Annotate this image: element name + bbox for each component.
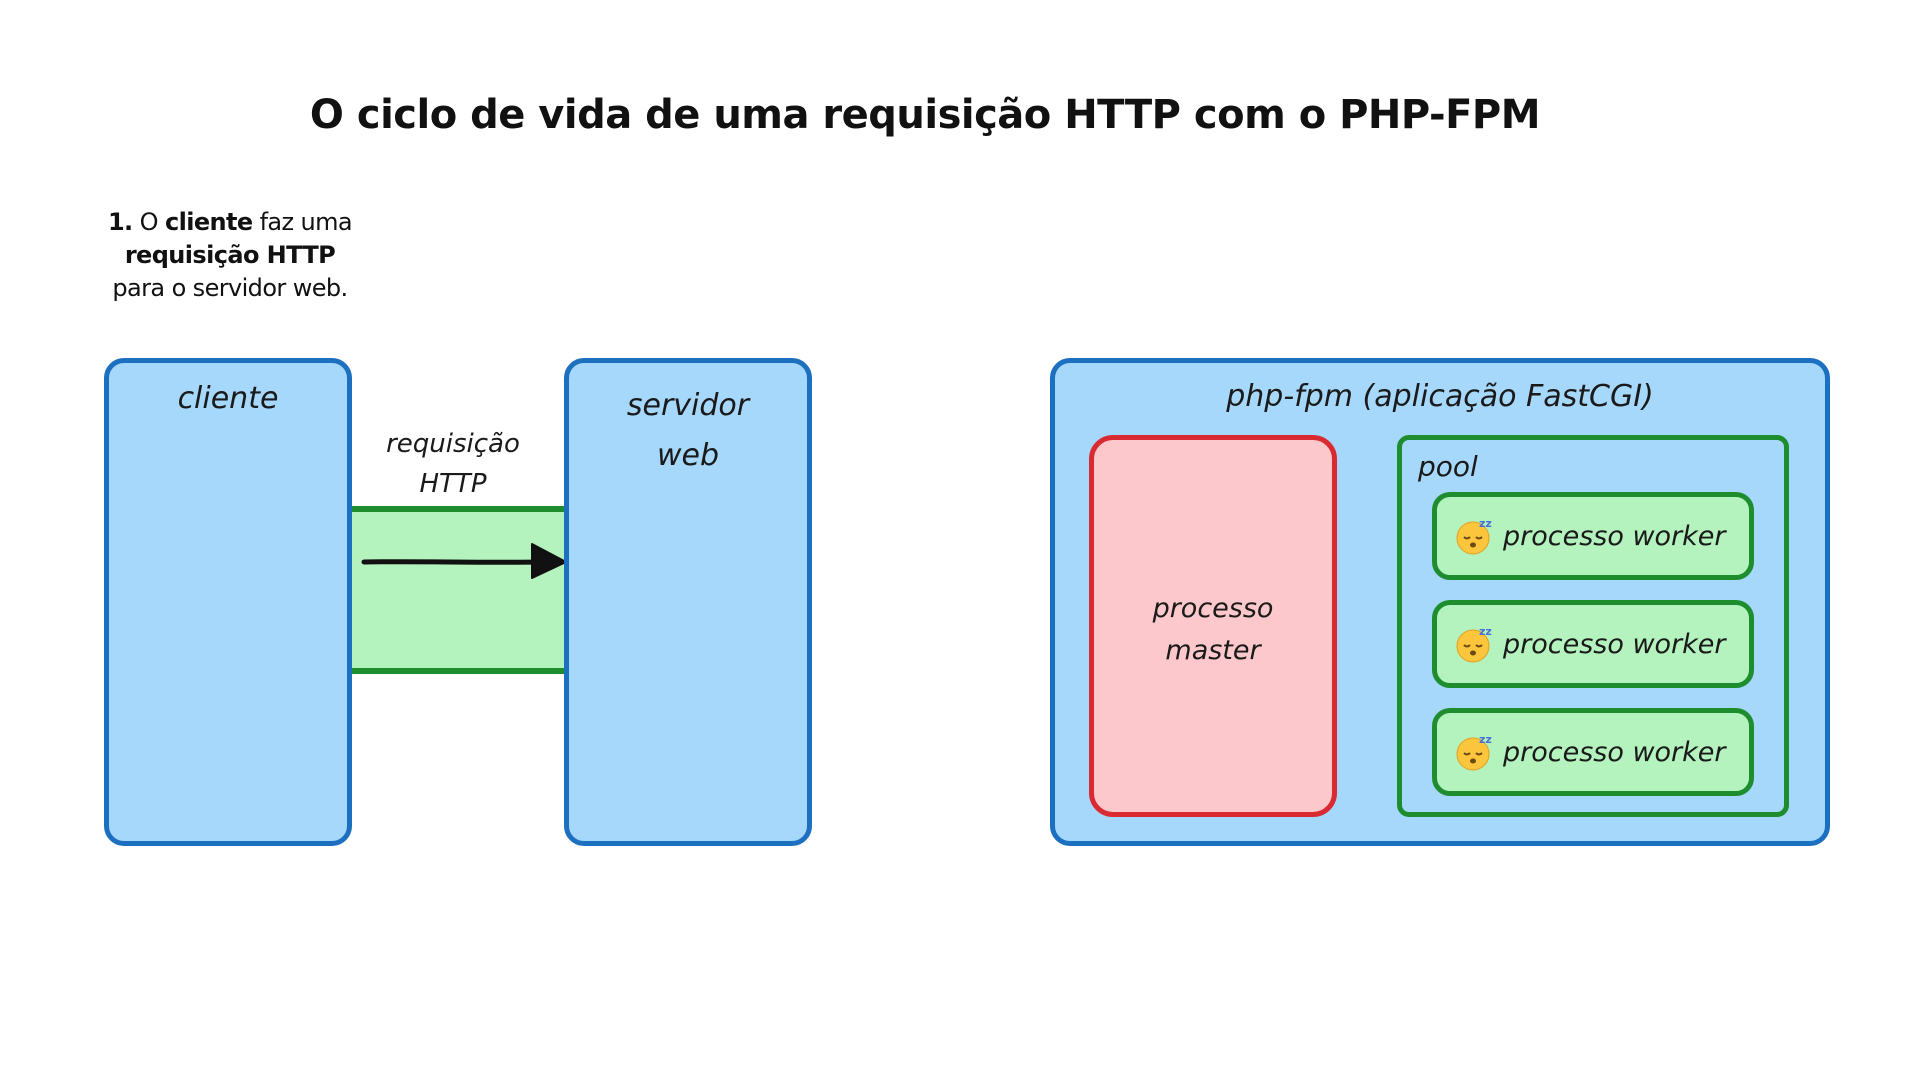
face-eye-left: [1463, 536, 1471, 540]
request-arrow: [361, 543, 567, 579]
face-mouth: [1470, 650, 1476, 656]
worker-process-3: zz processo worker: [1432, 708, 1754, 796]
php-fpm-box: php-fpm (aplicação FastCGI) processo mas…: [1050, 358, 1830, 846]
servidor-web-box: servidor web: [564, 358, 812, 846]
servidor-label-line1: servidor: [626, 388, 750, 423]
face-circle: [1456, 521, 1490, 555]
sleeping-face-icon: zz: [1456, 733, 1492, 771]
request-arrow-head: [531, 543, 567, 579]
worker-label-2: processo worker: [1503, 628, 1726, 660]
sleeping-face-icon: zz: [1456, 517, 1492, 555]
php-fpm-title: php-fpm (aplicação FastCGI): [1226, 379, 1654, 414]
master-process-box: processo master: [1089, 435, 1337, 817]
face-circle: [1456, 629, 1490, 663]
sleeping-face-icon: zz: [1456, 625, 1492, 663]
face-eye-left: [1463, 752, 1471, 756]
worker-label-1: processo worker: [1503, 520, 1726, 552]
cliente-label: cliente: [177, 381, 279, 416]
pool-label: pool: [1418, 450, 1478, 483]
worker-process-2: zz processo worker: [1432, 600, 1754, 688]
face-eye-right: [1475, 644, 1483, 648]
step-text-rest: para o servidor web.: [112, 274, 348, 302]
face-zzz: zz: [1479, 517, 1492, 530]
face-eye-right: [1475, 536, 1483, 540]
worker-label-3: processo worker: [1503, 736, 1726, 768]
diagram-title: O ciclo de vida de uma requisição HTTP c…: [309, 92, 1541, 138]
servidor-web-label: servidor web: [569, 381, 807, 481]
face-zzz: zz: [1479, 625, 1492, 638]
face-circle: [1456, 737, 1490, 771]
face-zzz: zz: [1479, 733, 1492, 746]
step-caption: 1. O cliente faz uma requisição HTTP par…: [70, 206, 390, 305]
arrow-label: requisição HTTP: [368, 424, 538, 504]
step-text-requisicao: requisição HTTP: [124, 241, 336, 269]
request-arrow-shaft: [361, 559, 543, 565]
servidor-label-line2: web: [656, 438, 720, 473]
http-request-band: [348, 506, 568, 674]
face-eye-left: [1463, 644, 1471, 648]
step-text-o: O: [139, 208, 159, 236]
face-mouth: [1470, 758, 1476, 764]
master-label-line2: master: [1165, 635, 1261, 666]
master-process-label: processo master: [1094, 588, 1332, 672]
step-text-cliente: cliente: [164, 208, 253, 236]
worker-process-1: zz processo worker: [1432, 492, 1754, 580]
arrow-label-line2: HTTP: [419, 469, 487, 499]
cliente-box: cliente: [104, 358, 352, 846]
face-eye-right: [1475, 752, 1483, 756]
pool-box: pool zz processo worker: [1397, 435, 1789, 817]
arrow-label-line1: requisição: [386, 429, 520, 459]
step-text-faz-uma: faz uma: [259, 208, 353, 236]
step-number: 1.: [107, 208, 133, 236]
master-label-line1: processo: [1152, 593, 1274, 624]
face-mouth: [1470, 542, 1476, 548]
